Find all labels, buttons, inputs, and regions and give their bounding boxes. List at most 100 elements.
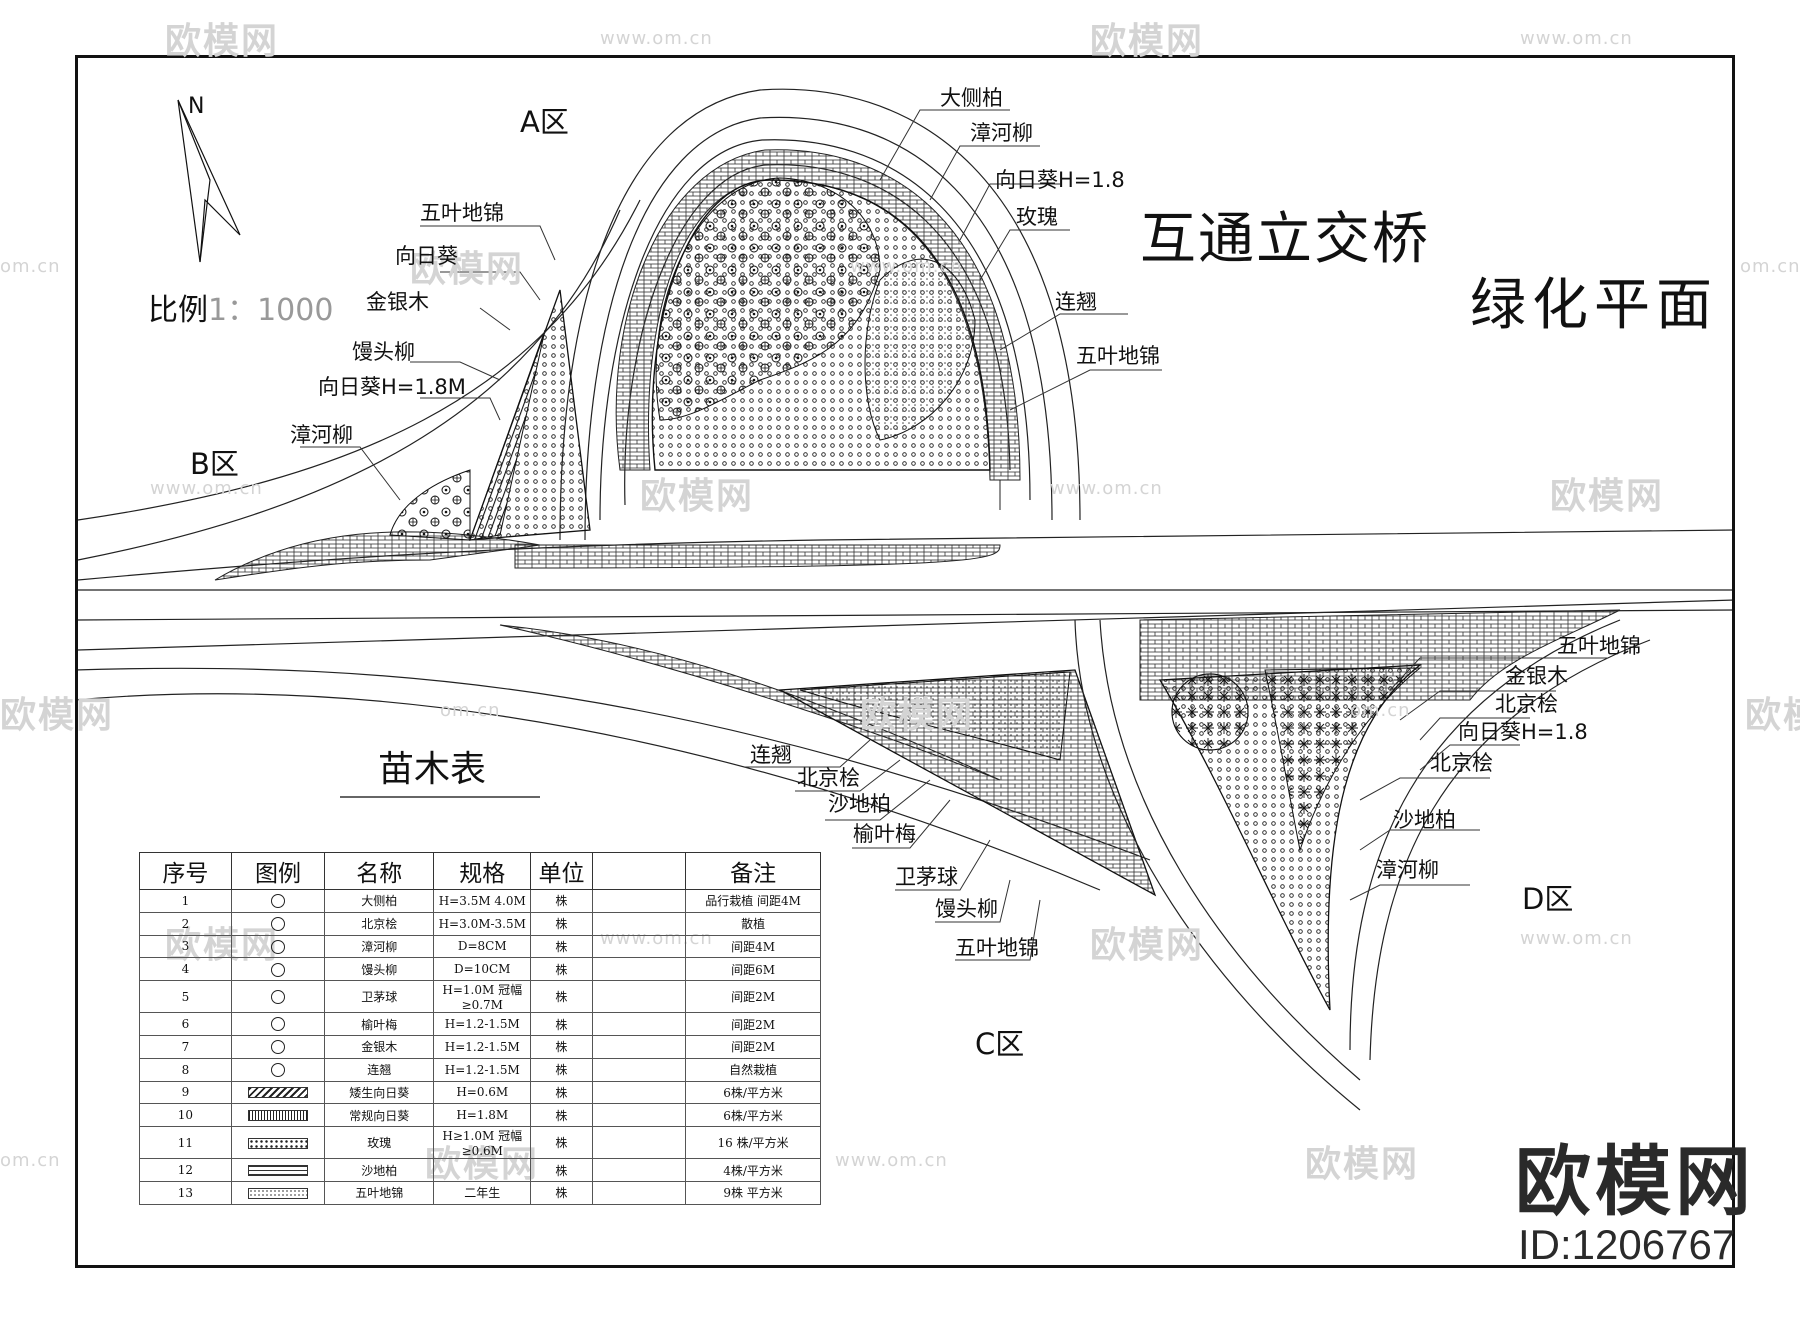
shrub-symbol-icon [271,1040,286,1055]
label-c-5: 卫茅球 [895,865,958,889]
row-no: 1 [139,889,232,913]
brand-id: ID:1206767 [1518,1221,1736,1268]
row-unit: 株 [530,911,593,936]
row-no: 7 [139,1034,232,1059]
legend-cell [230,1158,326,1182]
row-name: 大侧柏 [324,889,435,913]
legend-cell [230,1103,326,1128]
label-d-1: 五叶地锦 [1557,634,1641,658]
row-unit: 株 [530,1057,593,1082]
header-legend: 图例 [230,852,326,890]
leader-lines [300,109,1608,961]
watermark-url: www.om.cn [1520,928,1633,949]
row-name: 连翘 [324,1057,435,1082]
row-unit: 株 [530,1126,593,1160]
scale-value: 1：1000 [208,293,334,328]
legend-cell [230,1012,326,1036]
row-name: 玫瑰 [324,1126,435,1160]
zone-a-bed-brick [615,149,1021,481]
watermark-url: www.om.cn [1520,28,1633,49]
tree-symbol-icon [271,962,286,977]
row-unit: 株 [530,980,593,1014]
row-spec: D=10CM [433,957,532,982]
table-header-row: 序号 图例 名称 规格 单位 备注 [139,852,821,890]
drawing-title: 互通立交桥 [1140,207,1430,272]
row-spec: H=1.8M [433,1103,532,1128]
row-unit: 株 [530,934,593,959]
legend-cell [230,1057,326,1082]
watermark-text: 欧模网 [1745,695,1800,736]
watermark-text: 欧模网 [1550,476,1665,517]
shrub-symbol-icon [271,989,286,1004]
row-no: 12 [139,1158,232,1182]
row-spec: H=1.2-1.5M [433,1057,532,1082]
header-name: 名称 [324,852,435,890]
label-a-3: 向日葵H=1.8 [995,168,1125,192]
watermark-text: 欧模网 [1090,21,1205,62]
row-name: 卫茅球 [324,980,435,1014]
watermark-url: www.om.cn [150,478,263,499]
row-note: 散植 [685,911,821,936]
zone-d-bed [1158,664,1423,1011]
label-b-4: 馒头柳 [352,340,415,364]
row-name: 矮生向日葵 [324,1080,435,1105]
row-spec [433,1158,532,1182]
row-unit: 株 [530,1180,593,1205]
row-note: 间距4M [685,934,821,959]
zone-b-trees [389,469,471,541]
zone-d-circle [1171,673,1249,751]
row-note: 间距6M [685,957,821,982]
label-b-3: 金银木 [366,290,429,314]
label-c-2: 北京桧 [797,766,860,790]
header-unit: 单位 [530,852,593,890]
header-note: 备注 [685,852,821,890]
zone-c-label: C区 [975,1027,1025,1061]
label-d-5: 北京桧 [1430,751,1493,775]
watermark-text: 欧模网 [1090,925,1205,966]
watermark-text: 欧模网 [860,695,975,736]
row-no: 4 [139,957,232,982]
row-no: 2 [139,911,232,936]
row-spec: H=1.0M 冠幅≥0.7M [433,980,532,1014]
row-spec: H=1.2-1.5M [433,1034,532,1059]
row-note: 间距2M [685,980,821,1014]
row-unit: 株 [530,1012,593,1036]
row-note: 间距2M [685,1034,821,1059]
watermark-text: 欧模网 [640,476,755,517]
label-b-5: 向日葵H=1.8M [318,375,466,399]
zone-a-label: A区 [520,105,569,139]
legend-cell [230,1080,326,1105]
row-note: 品行栽植 间距4M [685,889,821,913]
hatch-dots-icon [248,1187,309,1199]
scale-label: 比例1：1000 [148,296,333,326]
row-spec: H=0.6M [433,1080,532,1105]
label-d-6: 沙地柏 [1393,808,1456,832]
row-name: 北京桧 [324,911,435,936]
main-road [74,199,1736,891]
north-label: N [188,94,205,119]
label-b-2: 向日葵 [395,244,458,268]
header-spec: 规格 [433,852,532,890]
table-title: 苗木表 [378,749,487,790]
row-unit: 株 [530,889,593,913]
row-note: 6株/平方米 [685,1103,821,1128]
label-b-6: 漳河柳 [290,423,353,447]
row-no: 8 [139,1057,232,1082]
row-name: 榆叶梅 [324,1012,435,1036]
label-a-1: 大侧柏 [940,86,1003,110]
watermark-url: www.om.cn [850,256,963,277]
label-d-2: 金银木 [1505,664,1568,688]
label-c-4: 榆叶梅 [853,822,916,846]
header-no: 序号 [139,852,232,890]
watermark-url: www.om.cn [600,28,713,49]
row-spec: H=3.5M 4.0M [433,889,532,913]
zone-d-label: D区 [1522,882,1574,916]
watermark-url: www.om.cn [1050,478,1163,499]
